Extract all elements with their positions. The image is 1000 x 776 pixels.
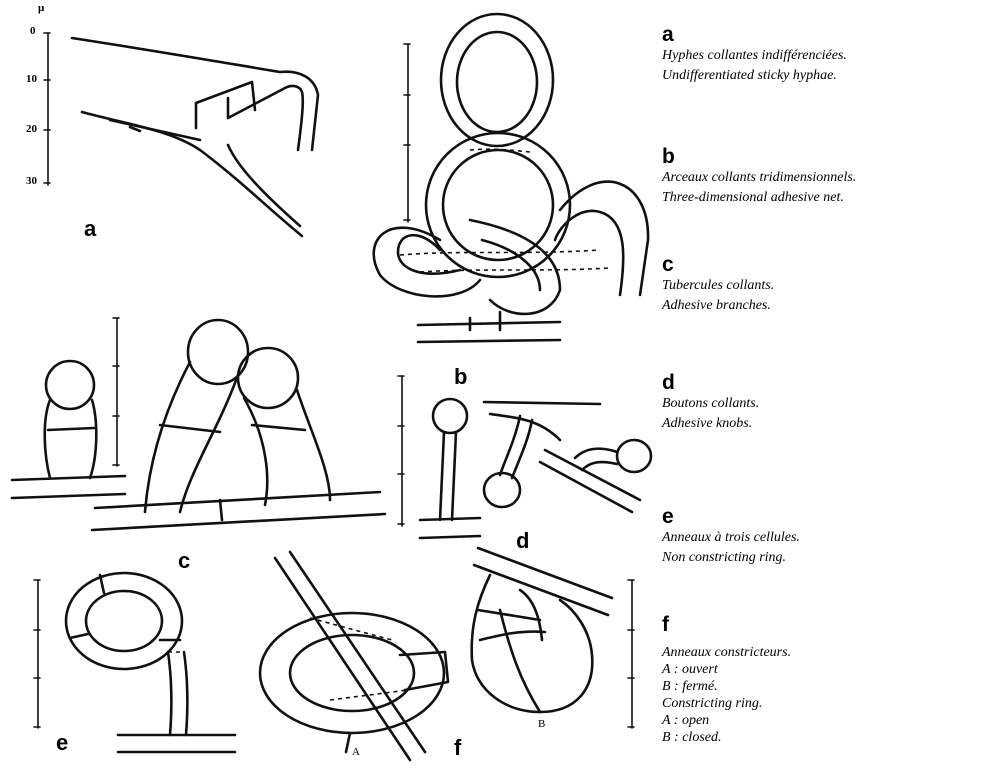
legend-f-line-2: A : ouvert (662, 661, 791, 678)
legend-d-line-en: Adhesive knobs. (662, 414, 759, 434)
legend-c-line-en: Adhesive branches. (662, 296, 774, 316)
drawing-b-adhesive-net (374, 14, 648, 342)
legend-f-line-6: B : closed. (662, 729, 791, 746)
legend-a-line-fr: Hyphes collantes indifférenciées. (662, 46, 847, 66)
legend-b-line-fr: Arceaux collants tridimensionnels. (662, 168, 856, 188)
panel-label-f: f (454, 735, 461, 761)
panel-label-a: a (84, 216, 96, 242)
sub-label-b: B (538, 718, 545, 730)
scale-bar-c (113, 318, 119, 466)
legend-f-line-3: B : fermé. (662, 678, 791, 695)
scale-unit: μ (38, 2, 44, 14)
panel-label-c: c (178, 548, 190, 574)
legend-f-line-4: Constricting ring. (662, 695, 791, 712)
legend-c: c Tubercules collants. Adhesive branches… (662, 254, 774, 316)
scale-bar-d (398, 376, 404, 526)
legend-b-letter: b (662, 146, 856, 168)
scale-bar-b (404, 44, 410, 222)
drawing-c-adhesive-branches (12, 320, 385, 530)
legend-d: d Boutons collants. Adhesive knobs. (662, 372, 759, 434)
legend-b: b Arceaux collants tridimensionnels. Thr… (662, 146, 856, 208)
drawing-f-b-closed-ring (472, 548, 612, 712)
sub-label-a: A (352, 746, 360, 758)
legend-a-letter: a (662, 24, 847, 46)
legend-b-line-en: Three-dimensional adhesive net. (662, 188, 856, 208)
legend-e-line-fr: Anneaux à trois cellules. (662, 528, 800, 548)
legend-f-line-5: A : open (662, 712, 791, 729)
scale-tick-10: 10 (26, 73, 37, 85)
legend-e: e Anneaux à trois cellules. Non constric… (662, 506, 800, 568)
legend-a: a Hyphes collantes indifférenciées. Undi… (662, 24, 847, 86)
legend-c-letter: c (662, 254, 774, 276)
legend-e-letter: e (662, 506, 800, 528)
legend-e-line-en: Non constricting ring. (662, 548, 800, 568)
legend-f: f Anneaux constricteurs. A : ouvert B : … (662, 614, 791, 746)
scale-tick-0: 0 (30, 25, 36, 37)
panel-label-e: e (56, 730, 68, 756)
drawing-e-three-celled-ring (66, 573, 235, 752)
scale-tick-20: 20 (26, 123, 37, 135)
scale-bar-a (44, 33, 50, 185)
scale-bar-f (628, 580, 634, 728)
drawing-a-sticky-hyphae (72, 38, 318, 236)
drawing-d-adhesive-knobs (420, 399, 651, 538)
drawing-f-a-open-ring (260, 552, 448, 760)
legend-f-letter: f (662, 614, 791, 636)
panel-label-d: d (516, 528, 529, 554)
legend-a-line-en: Undifferentiated sticky hyphae. (662, 66, 847, 86)
legend-c-line-fr: Tubercules collants. (662, 276, 774, 296)
legend-f-line-1: Anneaux constricteurs. (662, 644, 791, 661)
legend-d-line-fr: Boutons collants. (662, 394, 759, 414)
panel-label-b: b (454, 364, 467, 390)
scale-bar-e (34, 580, 40, 728)
scale-tick-30: 30 (26, 175, 37, 187)
legend-d-letter: d (662, 372, 759, 394)
